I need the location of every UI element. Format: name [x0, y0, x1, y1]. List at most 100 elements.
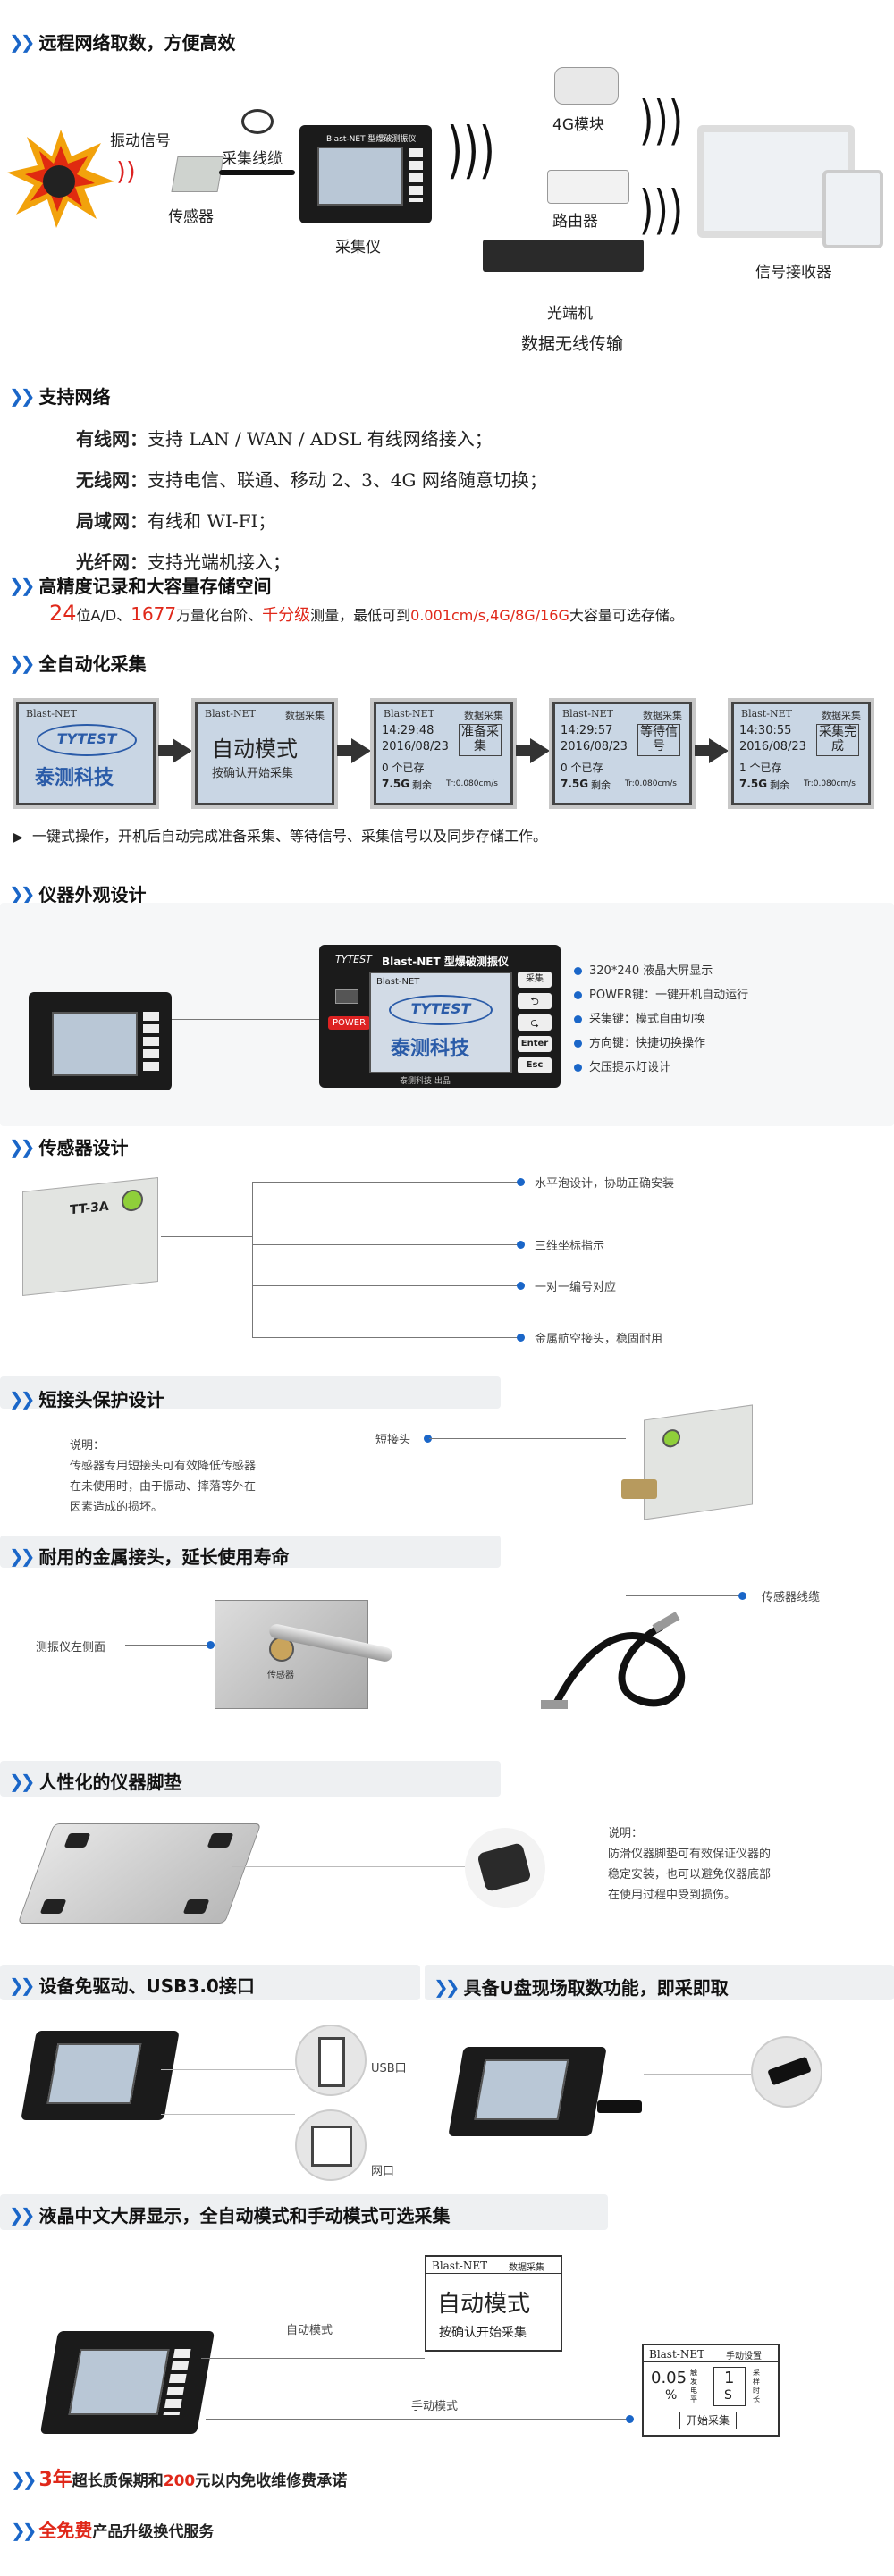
callout-line	[252, 1285, 520, 1286]
connector-line	[172, 1019, 319, 1020]
panel-time: 14:29:57	[561, 724, 613, 737]
panel-count: 1 个已存	[739, 762, 782, 774]
precision-text: 24位A/D、1677万量化台阶、千分级测量，最低可到0.001cm/s,4G/…	[49, 601, 684, 626]
front-lcd-company: 泰测科技	[391, 1037, 470, 1060]
callout-line	[232, 1866, 465, 1867]
trigger-value: 0.05	[651, 2369, 687, 2387]
panel-logo: TYTEST	[37, 724, 137, 756]
usb-port-zoom	[295, 2025, 367, 2096]
collect-button[interactable]: 采集	[518, 972, 552, 988]
manual-mode-screen: Blast-NET 手动设置 0.05 % 触发电平 1 S 采样时长 开始采集	[642, 2344, 780, 2437]
desc-line: 在未使用时，由于振动、摔落等外在	[70, 1480, 257, 1494]
chevron-icon: ❯❯	[9, 30, 35, 53]
section-title-auto: ❯❯ 全自动化采集	[9, 650, 147, 676]
panel-count: 0 个已存	[561, 762, 603, 774]
short-joint-desc: 说明： 传感器专用短接头可有效降低传感器 在未使用时，由于振动、摔落等外在 因素…	[70, 1435, 256, 1518]
device-front-panel: TYTEST Blast-NET 型爆破测振仪 POWER Blast-NET …	[319, 945, 561, 1088]
up-arrow-button[interactable]: ⮌	[518, 993, 552, 1009]
chevron-icon: ❯❯	[9, 1545, 35, 1567]
usb-bg	[0, 1965, 420, 2000]
play-icon: ▶	[13, 830, 23, 845]
receiver-label: 信号接收器	[755, 264, 831, 282]
udisk-bg	[425, 1965, 894, 2000]
desc-line: 在使用过程中受到损伤。	[608, 1889, 737, 1902]
arrow-icon	[337, 738, 371, 763]
panel-trig: Tr:0.080cm/s	[446, 779, 498, 788]
panel-tag: 数据采集	[285, 710, 325, 721]
callout-line	[201, 2358, 425, 2359]
callout-line	[429, 1438, 626, 1439]
sensor-tag: TT-3A	[70, 1199, 109, 1218]
callout-line	[644, 2074, 751, 2075]
4g-module-label: 4G模块	[552, 116, 604, 134]
callout-text: 一对一编号对应	[535, 1281, 617, 1294]
section-title-foot-pad: ❯❯ 人性化的仪器脚垫	[9, 1768, 182, 1794]
panel-time: 14:30:55	[739, 724, 792, 737]
short-joint-image	[644, 1404, 753, 1520]
wireless-label: 数据无线传输	[521, 334, 624, 354]
esc-button[interactable]: Esc	[518, 1057, 552, 1073]
callout-line	[252, 1337, 520, 1338]
network-item-fiber: 光纤网：支持光端机接入；	[76, 551, 291, 573]
panel-date: 2016/08/23	[739, 740, 806, 753]
section-title-text: 远程网络取数，方便高效	[38, 32, 236, 54]
callout-line	[206, 2419, 630, 2420]
callout-dot	[207, 1641, 215, 1649]
device-usb-image	[21, 2031, 180, 2120]
signal-waves-icon-2: )))	[639, 89, 684, 151]
feature-item: 320*240 液晶大屏显示	[574, 959, 748, 983]
lcd-panel-auto: Blast-NET 数据采集 自动模式 按确认开始采集	[195, 702, 334, 805]
panel-remain: 剩余	[591, 779, 611, 791]
callout-text: 金属航空接头，稳固耐用	[535, 1333, 663, 1346]
section-title-text: 液晶中文大屏显示，全自动模式和手动模式可选采集	[38, 2205, 451, 2227]
panel-remain: 剩余	[770, 779, 789, 791]
sensor-design-image: TT-3A	[22, 1177, 158, 1296]
panel-brand: Blast-NET	[384, 708, 434, 720]
cable-line	[219, 170, 295, 175]
screen-auto-mode: 自动模式	[437, 2291, 531, 2318]
chevron-icon: ❯❯	[9, 882, 35, 905]
4g-module-image	[554, 67, 619, 105]
callout-line	[626, 1595, 742, 1596]
callout-trunk	[252, 1182, 253, 1337]
duration-caption: 采样时长	[753, 2369, 760, 2403]
right-side-label: 传感器线缆	[762, 1591, 821, 1604]
start-collect-button[interactable]: 开始采集	[679, 2412, 737, 2429]
enter-button[interactable]: Enter	[518, 1036, 552, 1052]
callout-line	[252, 1182, 520, 1183]
chevron-icon: ❯❯	[9, 1974, 35, 1996]
connector-image	[621, 1479, 657, 1499]
down-arrow-button[interactable]: ⮎	[518, 1014, 552, 1031]
panel-tag: 数据采集	[464, 710, 503, 721]
router-image	[547, 170, 629, 204]
power-button[interactable]: POWER	[328, 1016, 371, 1030]
section-title-text: 全自动化采集	[38, 653, 147, 675]
short-joint-label: 短接头	[375, 1434, 411, 1447]
chevron-icon: ❯❯	[9, 1770, 35, 1792]
optical-image	[483, 240, 644, 272]
foot-pad-icon	[63, 1833, 91, 1848]
screen-tag: 手动设置	[726, 2352, 762, 2361]
panel-capacity: 7.5G	[561, 778, 589, 790]
warranty-line: ❯❯ 3年超长质保期和200元以内免收维修费承诺	[11, 2469, 348, 2491]
left-side-label: 测振仪左侧面	[36, 1641, 106, 1654]
callout-dot	[738, 1592, 746, 1600]
panel-capacity: 7.5G	[739, 778, 768, 790]
lcd-panel-wait: Blast-NET 数据采集 14:29:57 2016/08/23 等待信号 …	[552, 702, 692, 805]
panel-brand: Blast-NET	[205, 708, 256, 720]
panel-brand: Blast-NET	[26, 708, 77, 720]
network-item-lan: 局域网：有线和 WI-FI；	[76, 510, 276, 532]
panel-remain: 剩余	[412, 779, 432, 791]
callout-dot	[517, 1178, 525, 1186]
panel-count: 0 个已存	[382, 762, 425, 774]
arrow-icon	[158, 738, 192, 763]
chevron-icon: ❯❯	[434, 1975, 460, 1998]
desc-line: 传感器专用短接头可有效降低传感器	[70, 1460, 257, 1473]
auto-mode-label: 自动模式	[286, 2324, 333, 2337]
section-title-text: 高精度记录和大容量存储空间	[38, 576, 272, 597]
explosion-icon	[7, 130, 114, 228]
callout-line	[161, 2069, 295, 2070]
panel-trig: Tr:0.080cm/s	[625, 779, 677, 788]
panel-tag: 数据采集	[643, 710, 682, 721]
callout-stem	[161, 1236, 252, 1237]
